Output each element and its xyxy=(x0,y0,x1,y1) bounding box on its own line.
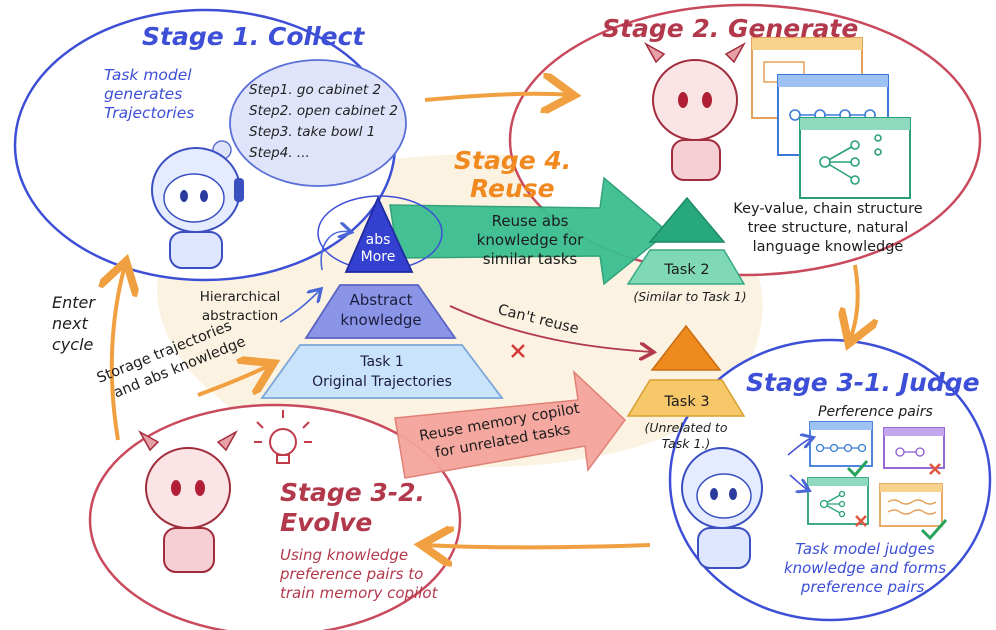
judge-pointer xyxy=(787,438,812,456)
arrow-generate-to-judge xyxy=(850,264,858,340)
pyramid-top-line2: More xyxy=(360,249,396,265)
step-4: Step4. ... xyxy=(249,145,310,161)
pyramid-top-line1: abs xyxy=(365,232,391,248)
enter-cycle-label: Enter next cycle xyxy=(52,293,95,354)
stage2-title: Stage 2. Generate xyxy=(602,14,859,43)
arrow-hierarchical xyxy=(279,290,320,323)
task3-caption-line2: Task 1.) xyxy=(661,436,711,451)
pyramid-base-label: Task 1 Original Trajectories xyxy=(292,352,472,392)
cross-icon-2 xyxy=(855,463,941,527)
arrow-storage xyxy=(197,365,270,397)
pyramid-mid-line1: Abstract xyxy=(349,291,413,309)
stage4-title-line1: Stage 4. xyxy=(454,146,572,175)
task3-label: Task 3 xyxy=(664,394,710,410)
stage32-note: Using knowledge preference pairs to trai… xyxy=(280,546,438,602)
task2-base xyxy=(626,249,746,285)
task3-caption-line1: (Unrelated to xyxy=(644,420,728,435)
task2-caption: (Similar to Task 1) xyxy=(633,289,747,304)
robot-icon-judge xyxy=(681,447,763,569)
pyramid-mid-line2: knowledge xyxy=(340,311,422,329)
step-1: Step1. go cabinet 2 xyxy=(249,82,382,98)
pref-card-green xyxy=(807,477,869,525)
stage31-title: Stage 3-1. Judge xyxy=(746,368,980,397)
stage32-title-line1: Stage 3-2. xyxy=(280,478,426,507)
step-2: Step2. open cabinet 2 xyxy=(249,103,398,119)
robot-icon-generate xyxy=(644,42,746,181)
task3-caption: (Unrelated to Task 1.) xyxy=(626,420,746,452)
task3-base xyxy=(626,379,746,417)
lightbulb-icon xyxy=(254,410,312,464)
pref-card-blue xyxy=(809,421,873,467)
thought-bubble xyxy=(229,59,407,187)
checkmark-icon xyxy=(846,460,948,541)
pyramid-top-label: abs More xyxy=(352,232,404,266)
stage1-note: Task model generates Trajectories xyxy=(104,66,195,122)
robot-icon-evolve xyxy=(138,430,238,573)
pairs-label: Perference pairs xyxy=(818,404,933,420)
task3-top xyxy=(650,324,722,371)
arrow-to-abs xyxy=(320,231,350,271)
cross-icon xyxy=(511,344,525,358)
task2-top xyxy=(648,196,726,243)
pyramid-top xyxy=(344,195,414,273)
robot-icon xyxy=(151,147,244,269)
pref-card-orange xyxy=(879,483,943,527)
pref-card-purple xyxy=(883,427,945,469)
copilot-arrow xyxy=(394,369,626,479)
flowchart-icon xyxy=(799,117,911,199)
stage4-title-line2: Reuse xyxy=(470,174,555,203)
judge-pointer-2 xyxy=(789,474,808,490)
pyramid-base-line1: Task 1 xyxy=(360,354,404,370)
stage2-note: Key-value, chain structure tree structur… xyxy=(733,201,923,255)
stage1-title: Stage 1. Collect xyxy=(142,22,365,51)
arrow-collect-to-generate xyxy=(424,94,570,100)
pyramid-base xyxy=(260,344,504,399)
pyramid-middle xyxy=(304,284,457,339)
arrow-judge-to-evolve xyxy=(425,545,651,547)
pyramid-base-line2: Original Trajectories xyxy=(312,374,452,390)
hierarchical-label: Hierarchical abstraction xyxy=(199,289,281,324)
stage32-title-line2: Evolve xyxy=(280,508,373,537)
stage31-note: Task model judges knowledge and forms pr… xyxy=(783,540,947,596)
task2-label: Task 2 xyxy=(664,262,710,278)
trajectory-steps: Step1. go cabinet 2 Step2. open cabinet … xyxy=(249,80,398,164)
cant-reuse-arrow xyxy=(449,305,652,352)
arrow-enter-next-cycle xyxy=(112,265,125,441)
reuse-arrow xyxy=(389,176,670,286)
step-3: Step3. take bowl 1 xyxy=(249,124,376,140)
pyramid-mid-label: Abstract knowledge xyxy=(320,290,442,330)
reuse-label: Reuse abs knowledge for similar tasks xyxy=(476,212,584,268)
